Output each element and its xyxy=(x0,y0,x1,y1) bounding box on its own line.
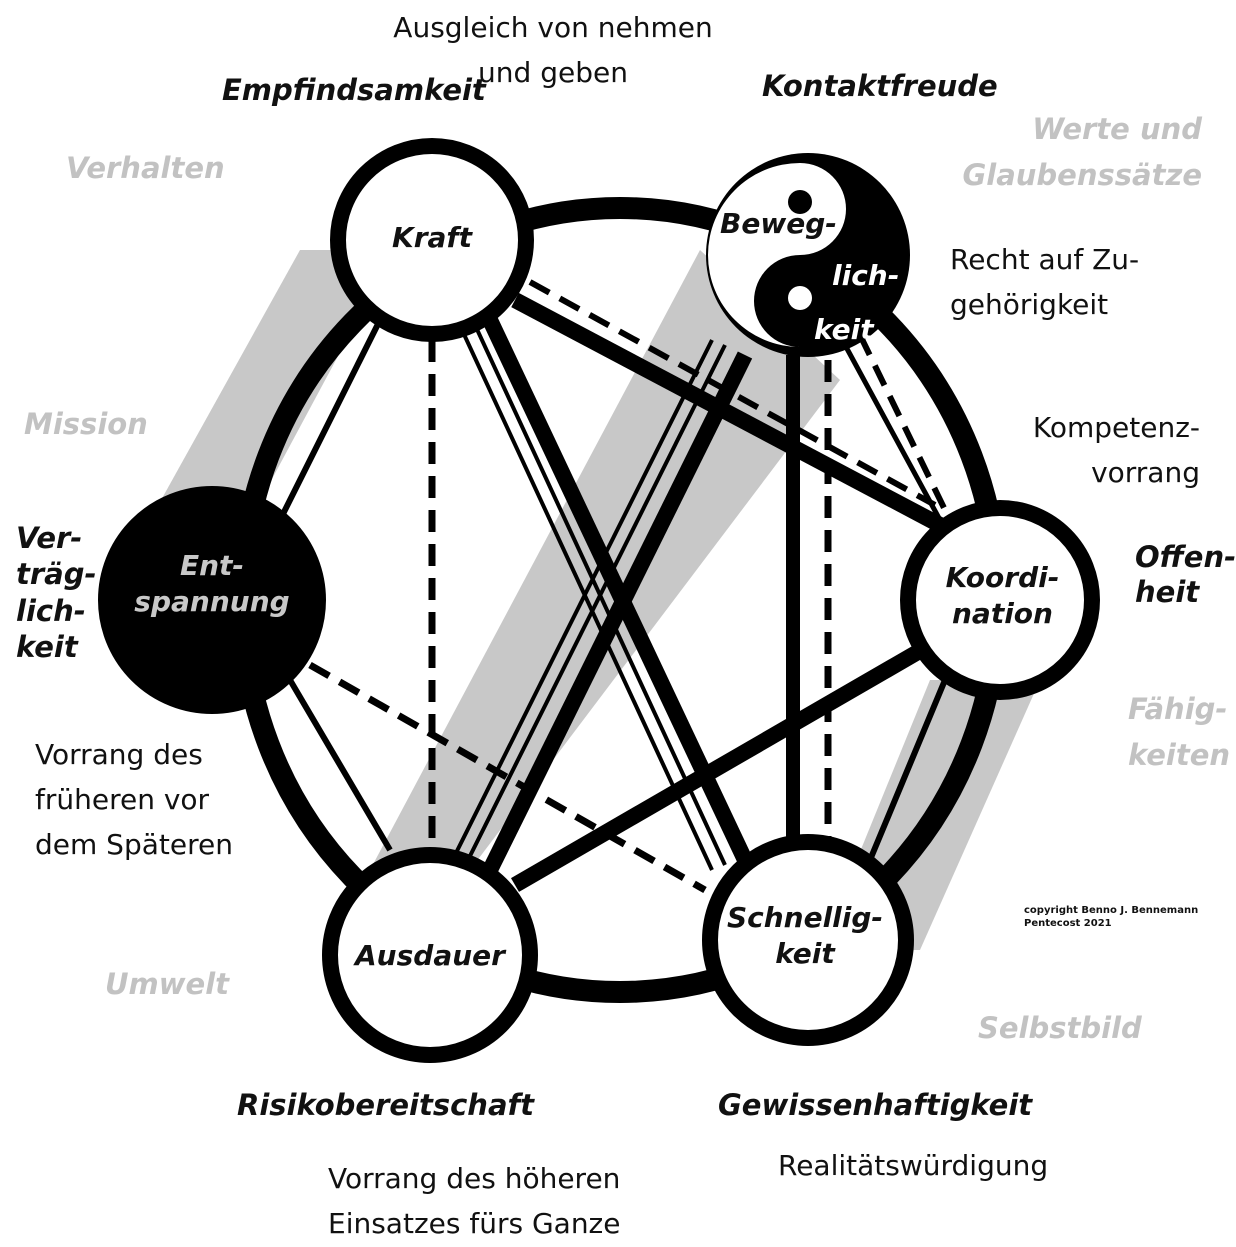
trait-vertraeglichkeit: Ver- träg- lich- keit xyxy=(16,521,97,664)
node-beweglichkeit-line2: lich- xyxy=(832,259,900,292)
level-werte: Werte und Glaubenssätze xyxy=(962,112,1202,193)
trait-kontaktfreude: Kontaktfreude xyxy=(762,69,998,103)
level-selbstbild: Selbstbild xyxy=(978,1011,1142,1045)
trait-offenheit: Offen- heit xyxy=(1135,540,1236,609)
trait-gewissenhaftigkeit: Gewissenhaftigkeit xyxy=(718,1088,1033,1122)
line-kraft-entspannung xyxy=(277,318,383,522)
principle-ausgleich: Ausgleich von nehmen und geben xyxy=(393,11,713,89)
yin-yang-icon xyxy=(706,153,910,357)
node-schnelligkeit: Schnellig- keit xyxy=(726,901,884,971)
node-entspannung: Ent- spannung xyxy=(134,549,290,619)
node-circle-entspannung xyxy=(98,486,326,714)
node-kraft: Kraft xyxy=(392,221,472,254)
principle-realitaet: Realitätswürdigung xyxy=(778,1149,1049,1182)
line-koordination-ausdauer-thick xyxy=(510,638,935,892)
level-faehigkeiten: Fähig- keiten xyxy=(1128,692,1231,773)
node-koordination: Koordi- nation xyxy=(945,561,1060,631)
line-kraft-koordination-dashed xyxy=(528,279,937,508)
copyright-notice: copyright Benno J. Bennemann Pentecost 2… xyxy=(1024,905,1199,929)
band-left xyxy=(150,250,395,520)
level-verhalten: Verhalten xyxy=(66,151,225,185)
principle-hoeheren: Vorrang des höheren Einsatzes fürs Ganze xyxy=(328,1162,621,1240)
node-circle-schnelligkeit xyxy=(702,834,914,1046)
line-kraft-koordination-thick xyxy=(511,292,944,533)
node-beweglichkeit-line3: keit xyxy=(814,313,874,346)
connections xyxy=(277,279,948,894)
node-circle-kraft xyxy=(330,138,534,342)
node-ausdauer: Ausdauer xyxy=(355,939,505,972)
line-beweglichkeit-koordination-thin xyxy=(842,343,943,522)
line-beweglichkeit-ausdauer-thick xyxy=(482,351,753,874)
line-entspannung-schnelligkeit-dashed xyxy=(308,661,707,894)
trait-risikobereitschaft: Risikobereitschaft xyxy=(237,1088,534,1122)
node-circles xyxy=(98,138,1100,1063)
node-circle-koordination xyxy=(900,500,1100,700)
line-beweglichkeit-ausdauer-thin-a xyxy=(466,344,727,861)
principle-zugehoerigkeit: Recht auf Zu- gehörigkeit xyxy=(950,243,1140,321)
principle-kompetenz: Kompetenz- vorrang xyxy=(1032,411,1200,489)
node-circle-ausdauer xyxy=(322,847,538,1063)
line-kraft-schnelligkeit-thin-a xyxy=(460,329,714,871)
level-mission: Mission xyxy=(24,407,148,441)
level-umwelt: Umwelt xyxy=(105,967,230,1001)
node-beweglichkeit-line1: Beweg- xyxy=(720,207,837,240)
trait-empfindsamkeit: Empfindsamkeit xyxy=(222,73,486,107)
line-entspannung-ausdauer xyxy=(287,678,393,852)
principle-frueheren: Vorrang des früheren vor dem Späteren xyxy=(35,738,233,861)
line-koordination-schnelligkeit-thin xyxy=(867,678,948,862)
